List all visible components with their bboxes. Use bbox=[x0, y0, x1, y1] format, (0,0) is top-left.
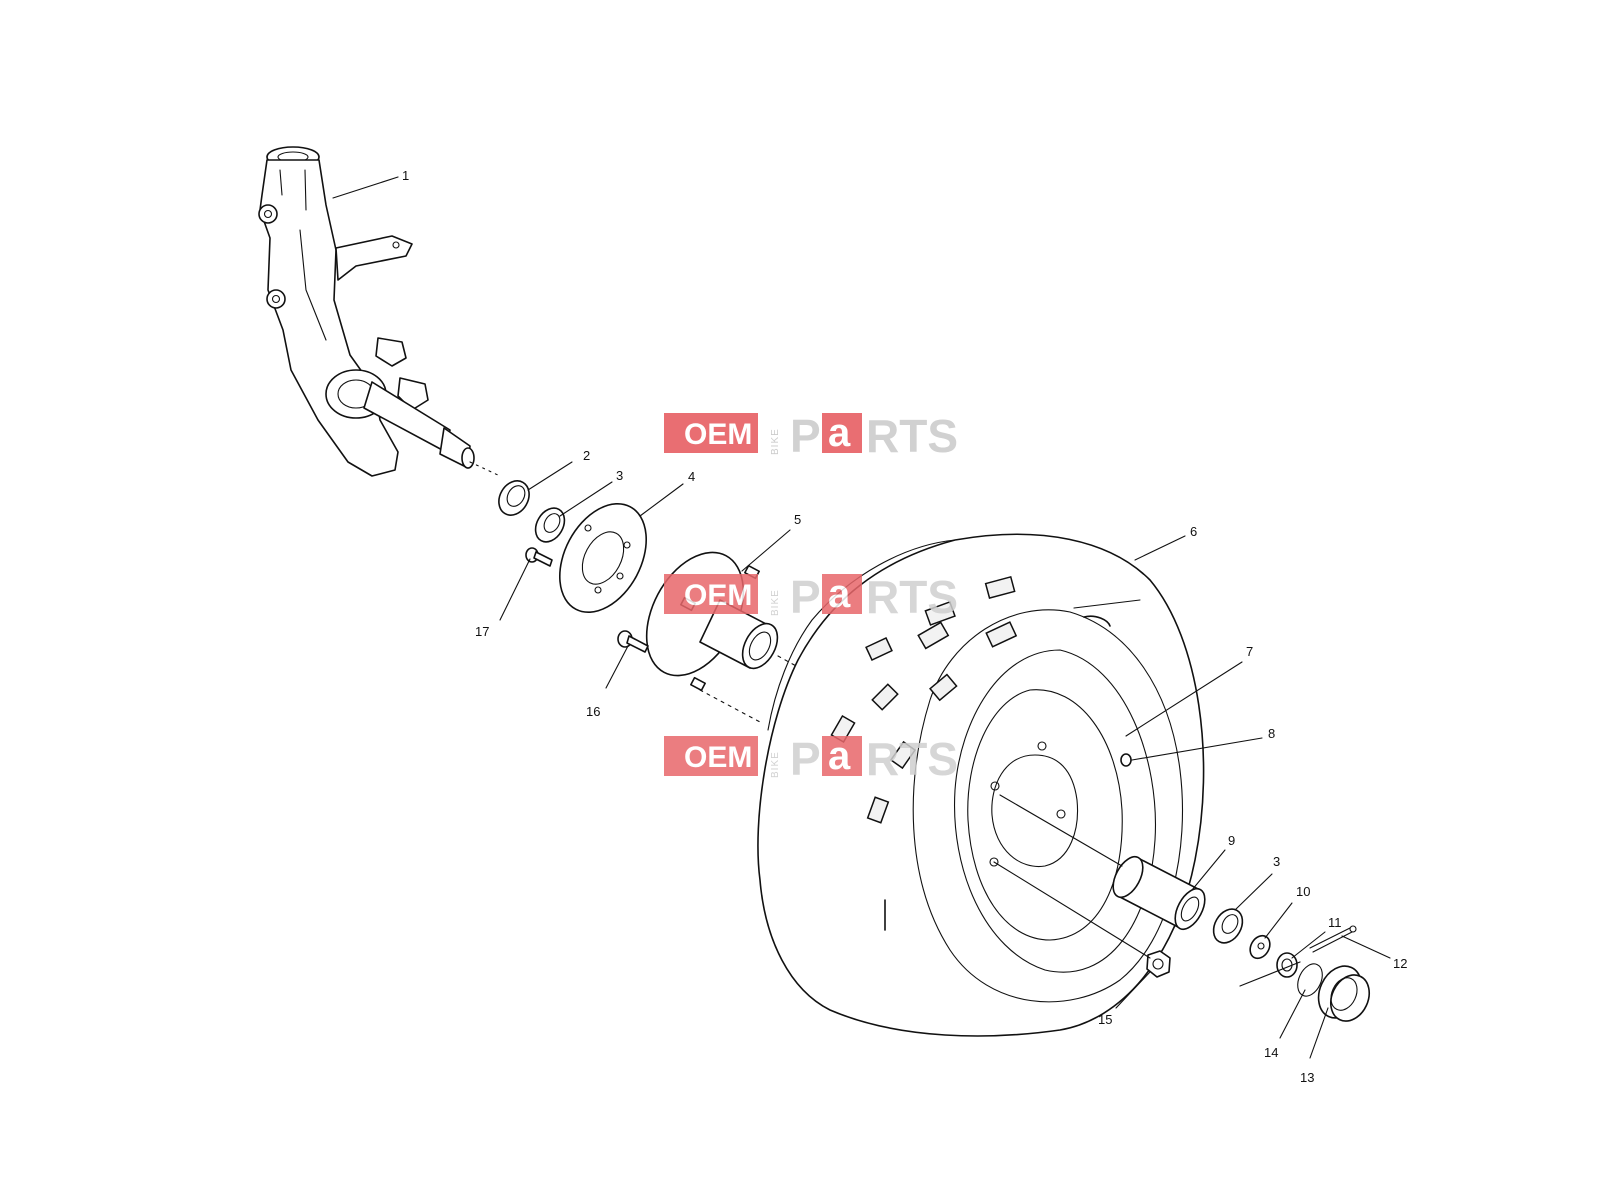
valve-stem bbox=[1120, 753, 1132, 767]
watermark-p-text: P bbox=[790, 733, 821, 785]
watermark-a-text: a bbox=[828, 734, 851, 778]
watermark-a-text: a bbox=[828, 411, 851, 455]
callout-9: 9 bbox=[1228, 833, 1235, 848]
watermark-oem-text: OEM bbox=[684, 579, 752, 612]
watermark-3: OEM BIKE P a RTS bbox=[664, 733, 958, 785]
watermark-2: OEM BIKE P a RTS bbox=[664, 571, 958, 623]
callout-7: 7 bbox=[1246, 644, 1253, 659]
callout-5: 5 bbox=[794, 512, 801, 527]
watermark-oem-box bbox=[664, 574, 758, 614]
watermark-oem-text: OEM bbox=[684, 418, 752, 451]
callout-4: 4 bbox=[688, 469, 695, 484]
leader-lines bbox=[332, 176, 1391, 1059]
tire bbox=[757, 533, 1205, 1037]
callout-2: 2 bbox=[583, 448, 590, 463]
callout-13: 13 bbox=[1300, 1070, 1314, 1085]
watermark-rts-text: RTS bbox=[866, 571, 958, 623]
callout-11: 11 bbox=[1328, 915, 1342, 930]
watermark-bike-text: BIKE bbox=[770, 428, 781, 455]
watermark-1: OEM BIKE P a RTS bbox=[664, 410, 958, 462]
watermark-p-text: P bbox=[790, 410, 821, 462]
watermark-rts-text: RTS bbox=[866, 733, 958, 785]
watermark-p-text: P bbox=[790, 571, 821, 623]
callout-12: 12 bbox=[1393, 956, 1407, 971]
callout-labels: 1 2 3 4 5 6 7 8 9 3 10 11 12 13 14 15 16… bbox=[402, 168, 1407, 1085]
axle-nut bbox=[1276, 952, 1298, 978]
callout-10: 10 bbox=[1296, 884, 1310, 899]
watermark-oem-text: OEM bbox=[684, 741, 752, 774]
wheel-hub bbox=[645, 551, 799, 723]
watermark-rts-text: RTS bbox=[866, 410, 958, 462]
watermark-a-box bbox=[822, 736, 862, 776]
spacer bbox=[999, 794, 1206, 931]
washer bbox=[1249, 934, 1271, 960]
callout-1: 1 bbox=[402, 168, 409, 183]
outer-bearing bbox=[1212, 908, 1244, 944]
callout-15: 15 bbox=[1098, 1012, 1112, 1027]
lug-nut bbox=[993, 861, 1171, 978]
watermark-bike-text: BIKE bbox=[770, 589, 781, 616]
dust-cap bbox=[1317, 965, 1371, 1022]
callout-3: 3 bbox=[616, 468, 623, 483]
watermark-a-box bbox=[822, 413, 862, 453]
steering-knuckle bbox=[258, 146, 501, 477]
watermark-a-text: a bbox=[828, 572, 851, 616]
callout-6: 6 bbox=[1190, 524, 1197, 539]
watermark-oem-box bbox=[664, 413, 758, 453]
watermark-bike-text: BIKE bbox=[770, 751, 781, 778]
bolt-17 bbox=[525, 547, 553, 567]
callout-17: 17 bbox=[475, 624, 489, 639]
cotter-pin bbox=[1309, 925, 1357, 953]
callout-16: 16 bbox=[586, 704, 600, 719]
inner-bearing bbox=[534, 507, 566, 543]
callout-3b: 3 bbox=[1273, 854, 1280, 869]
tire-tread-blocks bbox=[830, 575, 1018, 824]
watermark-oem-box bbox=[664, 736, 758, 776]
callout-14: 14 bbox=[1264, 1045, 1278, 1060]
brake-disc bbox=[558, 502, 648, 614]
inner-seal bbox=[498, 480, 530, 516]
bolt-16 bbox=[617, 630, 649, 653]
watermark-a-box bbox=[822, 574, 862, 614]
callout-8: 8 bbox=[1268, 726, 1275, 741]
o-ring bbox=[1297, 963, 1323, 997]
